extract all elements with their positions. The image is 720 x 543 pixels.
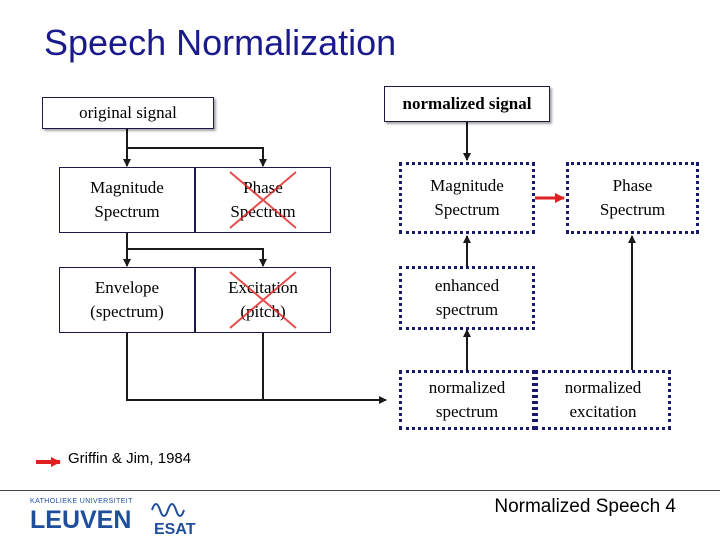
right-magnitude-label: Magnitude Spectrum [430,176,504,219]
excitation-label: Excitation (pitch) [228,278,298,321]
right-magnitude-box: Magnitude Spectrum [399,162,535,234]
footer-divider [0,490,720,491]
normalized-excitation-label: normalized excitation [564,378,642,421]
citation: Griffin & Jim, 1984 [68,450,192,467]
left-magnitude-label: Magnitude Spectrum [90,178,164,221]
normalized-excitation-box: normalized excitation [535,370,671,430]
normalized-spectrum-box: normalized spectrum [399,370,535,430]
normalized-signal-label: normalized signal [402,94,532,113]
normalized-spectrum-label: normalized spectrum [428,378,506,421]
left-magnitude-box: Magnitude Spectrum [59,167,195,233]
logo-dept-text: ESAT [154,521,196,538]
esat-wave-icon [151,503,185,517]
enhanced-spectrum-label: enhanced spectrum [434,276,500,319]
slide-title: Speech Normalization [44,22,397,63]
right-phase-box: Phase Spectrum [566,162,699,234]
excitation-cross-line-b [229,271,297,329]
ku-leuven-logo: KATHOLIEKE UNIVERSITEIT LEUVEN ESAT [28,494,208,543]
envelope-box: Envelope (spectrum) [59,267,195,333]
phase-cross-line-b [229,171,297,229]
original-signal-box: original signal [42,97,214,129]
logo-university-text: KATHOLIEKE UNIVERSITEIT [30,498,133,505]
logo-name-text: LEUVEN [30,506,131,534]
footer-slide-label: Normalized Speech 4 [494,496,676,517]
connector-original-to-phase [127,147,267,167]
enhanced-spectrum-box: enhanced spectrum [399,266,535,330]
original-signal-label: original signal [79,103,177,122]
connector-magnitude-to-excitation [127,248,267,267]
ku-leuven-logo-graphic: KATHOLIEKE UNIVERSITEIT LEUVEN ESAT [30,498,196,538]
right-phase-label: Phase Spectrum [599,176,666,219]
connector-envelope-to-normspectrum [126,331,387,404]
envelope-label: Envelope (spectrum) [90,278,164,321]
normalized-signal-box: normalized signal [384,86,550,122]
